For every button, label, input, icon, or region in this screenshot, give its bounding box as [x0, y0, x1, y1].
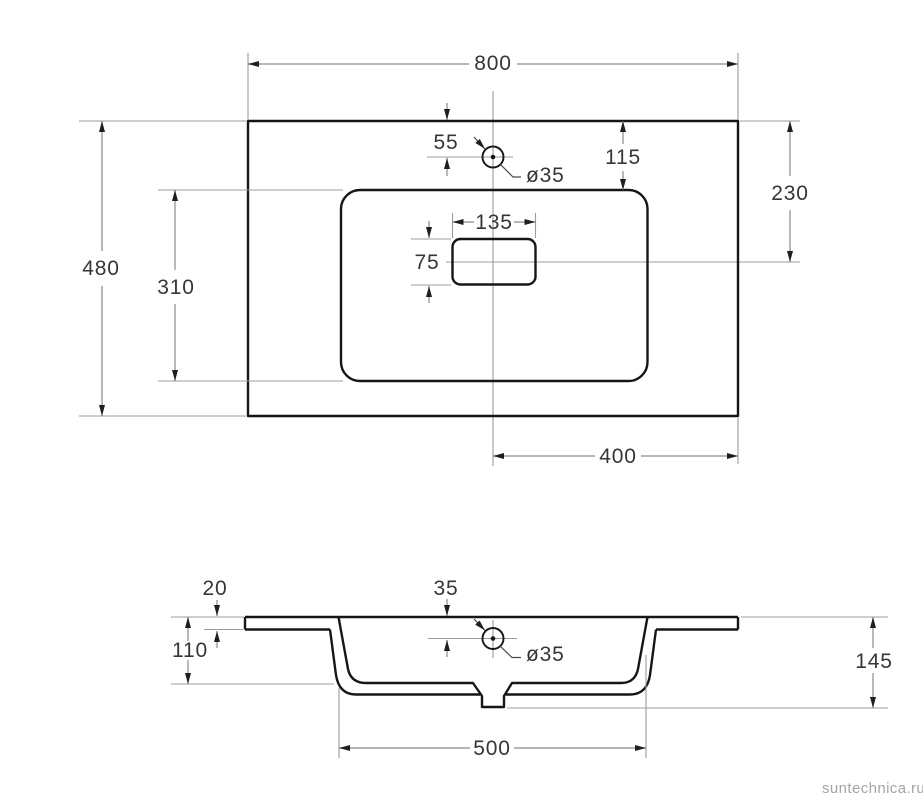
dim-label-overall-depth: 480: [82, 257, 119, 280]
leader-line: [499, 645, 521, 659]
dim-label-drain-depth: 75: [415, 251, 440, 274]
faucet-diameter-callout-section: ø35: [473, 618, 565, 666]
dim-label-faucet-diameter-section: ø35: [526, 643, 565, 666]
countertop-outline: [246, 119, 740, 418]
dim-label-basin-depth: 310: [157, 276, 194, 299]
dim-label-basin-width: 500: [473, 737, 510, 760]
section-outer-wall-left: [328, 629, 480, 696]
dim-rim-thickness: 20: [203, 577, 243, 648]
dim-drain-depth: 75: [411, 221, 451, 303]
dim-basin-width: 500: [338, 655, 647, 760]
dim-label-faucet-from-surface: 35: [434, 577, 459, 600]
faucet-diameter-callout-plan: ø35: [473, 136, 565, 187]
leader-arrow: [473, 136, 486, 150]
faucet-hole-center-dot: [490, 154, 496, 160]
dim-overall-height: 145: [507, 616, 892, 709]
dim-label-basin-inner-depth: 110: [172, 639, 208, 662]
dim-label-rim-thickness: 20: [203, 577, 228, 600]
section-inner-wall-and-drain: [337, 616, 649, 709]
dim-overall-width: 800: [247, 52, 739, 120]
dim-drain-center-from-top: 230: [740, 120, 808, 262]
drain-cutout-outline: [451, 237, 537, 286]
dim-label-drain-center-from-top: 230: [771, 182, 808, 205]
watermark: suntechnica.ru: [822, 780, 923, 797]
dim-drain-width: 135: [451, 211, 537, 238]
dim-label-drain-width: 135: [475, 211, 512, 234]
faucet-hole-section: [481, 627, 505, 650]
dim-label-faucet-offset: 55: [434, 131, 459, 154]
basin-outline: [339, 188, 649, 383]
section-view: 20 110 35 ø35 145: [171, 577, 892, 760]
dim-label-overall-height: 145: [855, 650, 892, 673]
dim-faucet-from-surface: 35: [434, 577, 459, 657]
dim-label-basin-inset-top: 115: [605, 146, 641, 169]
leader-arrow: [473, 618, 486, 631]
faucet-hole-section-center-dot: [490, 636, 496, 641]
plan-view: 800 480 310 55 ø35: [79, 52, 808, 468]
dim-label-faucet-diameter-plan: ø35: [526, 164, 565, 187]
dim-center-from-right: 400: [493, 418, 739, 468]
faucet-hole: [481, 145, 505, 169]
dim-faucet-offset: 55: [434, 103, 459, 176]
dim-basin-depth: 310: [157, 189, 343, 382]
section-outer-wall-right: [506, 629, 658, 696]
dim-label-overall-width: 800: [474, 52, 511, 75]
dim-basin-inner-depth: 110: [171, 616, 334, 685]
dim-overall-depth: 480: [79, 120, 246, 417]
leader-line: [499, 163, 521, 178]
dim-label-center-from-right: 400: [599, 445, 636, 468]
dim-basin-inset-top: 115: [605, 121, 641, 190]
